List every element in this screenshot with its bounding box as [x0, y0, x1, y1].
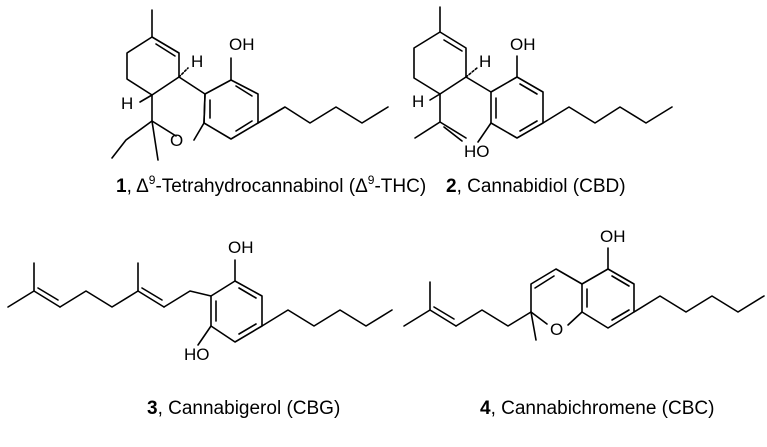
- thc-ring-o-label: O: [170, 131, 183, 150]
- caption-cbd: 2, Cannabidiol (CBD): [446, 176, 626, 197]
- cbc-oh-label: OH: [600, 227, 626, 246]
- caption-cbc: 4, Cannabichromene (CBC): [480, 398, 714, 419]
- thc-h-left-label: H: [121, 94, 133, 113]
- cbd-oh-bottom-label: HO: [464, 142, 490, 161]
- caption-cbg: 3, Cannabigerol (CBG): [147, 398, 340, 419]
- cbd-h-left-label: H: [412, 92, 424, 111]
- structure-thc: OH O H H 1, Δ9-Tetrahydrocannabinol (Δ9-…: [111, 9, 426, 197]
- cbd-h-top-label: H: [479, 52, 491, 71]
- structure-cbc: OH O 4, Cannabichromene (CBC): [403, 227, 765, 419]
- cbg-oh-bottom-label: HO: [184, 345, 210, 364]
- cbd-oh-top-label: OH: [510, 35, 536, 54]
- thc-h-top-label: H: [191, 52, 203, 71]
- cbg-oh-top-label: OH: [228, 238, 254, 257]
- caption-thc: 1, Δ9-Tetrahydrocannabinol (Δ9-THC): [116, 173, 426, 197]
- structure-cbd: OH HO H H 2, Cannabidiol (CBD): [412, 6, 673, 197]
- structure-cbg: OH HO 3, Cannabigerol (CBG): [7, 238, 393, 419]
- cbc-ring-o-label: O: [550, 320, 563, 339]
- thc-oh-label: OH: [229, 35, 255, 54]
